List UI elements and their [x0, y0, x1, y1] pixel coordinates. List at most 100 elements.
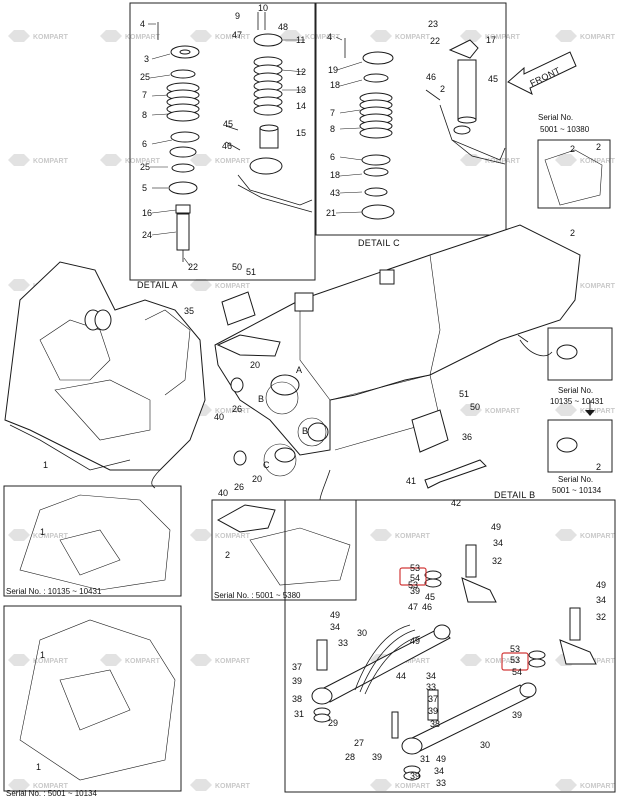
main-frame-assembly: [4, 224, 581, 489]
part-label-detailb-27: 38: [430, 719, 440, 729]
part-label-detailc-0: 4: [327, 32, 332, 42]
part-label-detailb-28: 31: [420, 754, 430, 764]
watermark-tile: KOMPART: [555, 154, 616, 166]
part-label-main-6: A: [296, 365, 302, 375]
watermark-tile: KOMPART: [460, 654, 521, 666]
part-label-detailc-9: 23: [428, 19, 438, 29]
part-label-detailc-5: 6: [330, 152, 335, 162]
part-label-detailb-4: 54: [410, 573, 420, 583]
front-arrow: FRONT: [507, 51, 577, 95]
part-label-detailb-12: 30: [357, 628, 367, 638]
watermark-tile: KOMPART: [370, 529, 431, 541]
detail-b-frame: [284, 499, 616, 793]
leader-line-12: [336, 61, 363, 71]
part-label-detailb-1: 34: [493, 538, 503, 548]
watermark-tile: KOMPART: [8, 154, 69, 166]
leader-line-5: [151, 139, 173, 145]
part-label-detailb-31: 49: [436, 754, 446, 764]
serial-center: Serial No. : 5001 ~ 5380: [214, 591, 301, 600]
part-label-detailb-35: 53: [510, 644, 520, 654]
leader-line-17: [339, 173, 363, 177]
part-label-detaila-6: 25: [140, 162, 150, 172]
serial-right-bot-1: Serial No.: [558, 475, 593, 484]
part-label-detaila-16: 12: [296, 67, 306, 77]
detail-b-cylinders: [311, 544, 597, 781]
part-label-detaila-1: 3: [144, 54, 149, 64]
leader-line-19: [335, 211, 363, 214]
watermark-text: KOMPART: [33, 533, 69, 540]
leader-line-1: [151, 53, 171, 60]
leader-line-8: [151, 209, 177, 214]
detail-c-title: DETAIL C: [358, 238, 400, 248]
label-layer: 4325786255162422910474811121314454615419…: [36, 3, 606, 788]
callout-arrow-center: [319, 469, 331, 501]
watermark-tile: KOMPART: [190, 30, 251, 42]
part-label-detailb-37: 54: [512, 667, 522, 677]
part-label-detailb-6: 47: [408, 602, 418, 612]
watermark-tile: KOMPART: [190, 279, 251, 291]
part-label-detailb-9: 49: [330, 610, 340, 620]
part-label-detailb-30: 44: [396, 671, 406, 681]
part-label-detailb-41: 32: [596, 612, 606, 622]
part-label-detailb-17: 29: [328, 718, 338, 728]
watermark-text: KOMPART: [395, 658, 431, 665]
watermark-tile: KOMPART: [100, 30, 161, 42]
watermark-text: KOMPART: [215, 783, 251, 790]
watermark-text: KOMPART: [33, 34, 69, 41]
part-label-callouts-2: 1: [36, 762, 41, 772]
thumb-right-mid: [547, 327, 613, 381]
callout-arrow-left: [151, 469, 161, 489]
watermark-tile: KOMPART: [100, 654, 161, 666]
watermark-text: KOMPART: [395, 34, 431, 41]
part-label-detaila-0: 4: [140, 19, 145, 29]
detail-c-frame: [315, 2, 507, 236]
part-label-detailb-5: 39: [410, 586, 420, 596]
watermark-text: KOMPART: [580, 783, 616, 790]
part-label-detailc-2: 18: [330, 80, 340, 90]
part-label-detailb-33: 33: [436, 778, 446, 788]
part-label-detailb-7: 46: [422, 602, 432, 612]
watermark-text: KOMPART: [580, 533, 616, 540]
serial-right-mid-2: 10135 ~ 10431: [550, 397, 604, 406]
watermark-tile: KOMPART: [280, 30, 341, 42]
watermark-tile: KOMPART: [190, 154, 251, 166]
part-label-detailc-6: 18: [330, 170, 340, 180]
part-label-detailb-39: 49: [596, 580, 606, 590]
serial-right-mid-1: Serial No.: [558, 386, 593, 395]
watermark-text: KOMPART: [485, 408, 521, 415]
watermark-tile: KOMPART: [555, 30, 616, 42]
watermark-tile: KOMPART: [370, 779, 431, 791]
leader-line-9: [151, 231, 177, 236]
part-label-main-22: 2: [596, 462, 601, 472]
watermark-text: KOMPART: [125, 158, 161, 165]
highlight-box-upper: [399, 567, 427, 586]
thumb-right-bot: [547, 419, 613, 473]
part-label-main-13: 40: [218, 488, 228, 498]
watermark-tile: KOMPART: [8, 30, 69, 42]
part-label-main-20: 42: [451, 498, 461, 508]
part-label-detailc-4: 8: [330, 124, 335, 134]
part-label-main-2: 50: [232, 262, 242, 272]
part-label-main-0: 2: [570, 228, 575, 238]
detail-c-bracket: [425, 39, 506, 165]
leader-line-21: [281, 69, 306, 73]
part-label-detailb-23: 34: [426, 671, 436, 681]
watermark-text: KOMPART: [125, 34, 161, 41]
part-label-detaila-2: 25: [140, 72, 150, 82]
part-label-detaila-20: 46: [222, 141, 232, 151]
part-label-main-7: 1: [43, 460, 48, 470]
part-label-detailb-29: 30: [480, 740, 490, 750]
watermark-text: KOMPART: [305, 34, 341, 41]
watermark-text: KOMPART: [215, 34, 251, 41]
watermark-tile: KOMPART: [100, 154, 161, 166]
detail-a-left-stack: [157, 22, 200, 262]
part-label-main-18: 36: [462, 432, 472, 442]
leader-line-15: [339, 127, 361, 130]
serial-left-bot: Serial No. : 5001 ~ 10134: [6, 789, 98, 798]
part-label-main-10: B: [258, 394, 264, 404]
watermark-tile: KOMPART: [555, 404, 616, 416]
watermark-text: KOMPART: [215, 658, 251, 665]
part-label-detaila-4: 8: [142, 110, 147, 120]
part-label-detailb-14: 39: [292, 676, 302, 686]
